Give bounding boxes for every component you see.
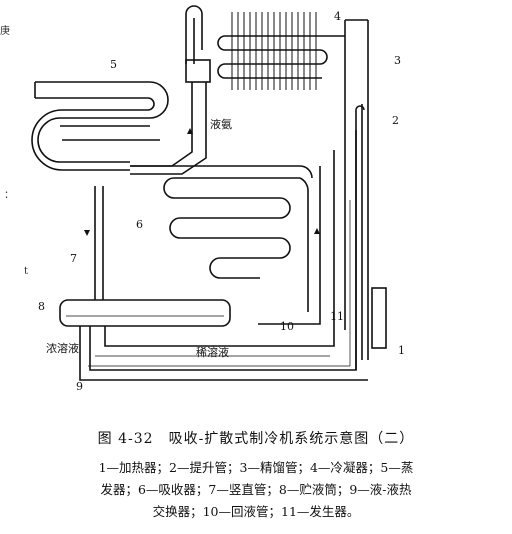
absorber [163, 166, 321, 325]
separator [185, 59, 211, 83]
edge-mark-mid: ： [4, 190, 14, 201]
component-number-3: 3 [394, 54, 401, 67]
evap-to-absorber-pipe [130, 165, 313, 179]
edge-mark-low: t [24, 266, 29, 277]
system-diagram: 1 2 3 4 5 6 7 8 9 10 11 液氨 浓溶液 稀溶液 [31, 5, 405, 393]
component-number-1: 1 [398, 344, 405, 357]
flow-arrows [84, 128, 320, 236]
edge-mark-top: 庚 [0, 26, 10, 37]
component-number-5: 5 [110, 58, 117, 71]
down-arrow [84, 230, 90, 236]
evaporator [31, 81, 169, 171]
rectifier-tube [344, 19, 369, 360]
component-number-2: 2 [392, 114, 399, 127]
heat-exchanger [79, 130, 368, 381]
up-arrow-absorber [314, 228, 320, 234]
component-number-7: 7 [70, 252, 77, 265]
component-number-4: 4 [334, 10, 341, 23]
component-number-9: 9 [76, 380, 83, 393]
label-dilute-solution: 稀溶液 [196, 345, 229, 359]
reservoir [59, 299, 231, 327]
vertical-pipe [94, 186, 104, 300]
legend-line-3: 交换器；10—回液管；11—发生器。 [152, 504, 360, 519]
component-number-10: 10 [280, 320, 294, 333]
label-liquid-ammonia: 液氨 [210, 117, 232, 131]
liquid-fill [66, 200, 351, 367]
component-number-11: 11 [330, 310, 344, 323]
label-concentrated-solution: 浓溶液 [46, 341, 79, 355]
heater [371, 287, 387, 349]
figure-title: 图 4-32 吸收-扩散式制冷机系统示意图（二） [97, 431, 415, 447]
legend-line-2: 发器；6—吸收器；7—竖直管；8—贮液筒；9—液-液热 [100, 482, 412, 497]
condenser [217, 12, 345, 90]
component-number-6: 6 [136, 218, 143, 231]
generator [355, 104, 365, 370]
gas-line [185, 5, 203, 64]
component-number-8: 8 [38, 300, 45, 313]
legend-line-1: 1—加热器；2—提升管；3—精馏管；4—冷凝器；5—蒸 [98, 460, 414, 475]
return-pipe [104, 150, 335, 347]
up-arrow [187, 128, 193, 134]
